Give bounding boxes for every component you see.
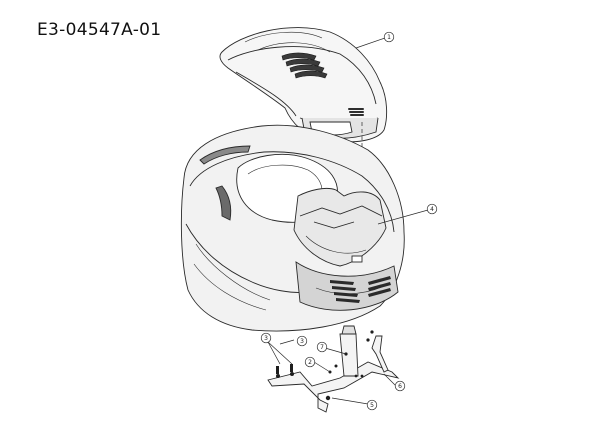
svg-text:1: 1: [387, 34, 391, 41]
svg-text:3: 3: [264, 335, 268, 342]
svg-text:7: 7: [320, 344, 324, 351]
callout-3-left: 3: [260, 332, 272, 344]
bracket-fasteners: [276, 330, 374, 401]
callout-5: 5: [366, 399, 378, 411]
callout-leaders: [267, 37, 429, 405]
svg-text:2: 2: [308, 359, 312, 366]
hood-vent-slots: [281, 52, 328, 79]
svg-text:3: 3: [300, 338, 304, 345]
fender-body-part: [180, 124, 405, 332]
callout-2: 2: [304, 356, 316, 368]
hood-cover-part: [219, 27, 388, 143]
svg-text:4: 4: [430, 206, 434, 213]
callout-1: 1: [383, 31, 395, 43]
callout-3-upper: 3: [296, 335, 308, 347]
callout-4: 4: [426, 203, 438, 215]
hood-front-grille: [348, 108, 364, 116]
callout-7: 7: [316, 341, 328, 353]
svg-text:6: 6: [398, 383, 402, 390]
fender-grille-slots: [330, 276, 391, 303]
diagram-code: E3-04547A-01: [37, 20, 162, 40]
svg-text:5: 5: [370, 402, 374, 409]
mounting-bracket-part: [267, 325, 400, 413]
callout-6: 6: [394, 380, 406, 392]
